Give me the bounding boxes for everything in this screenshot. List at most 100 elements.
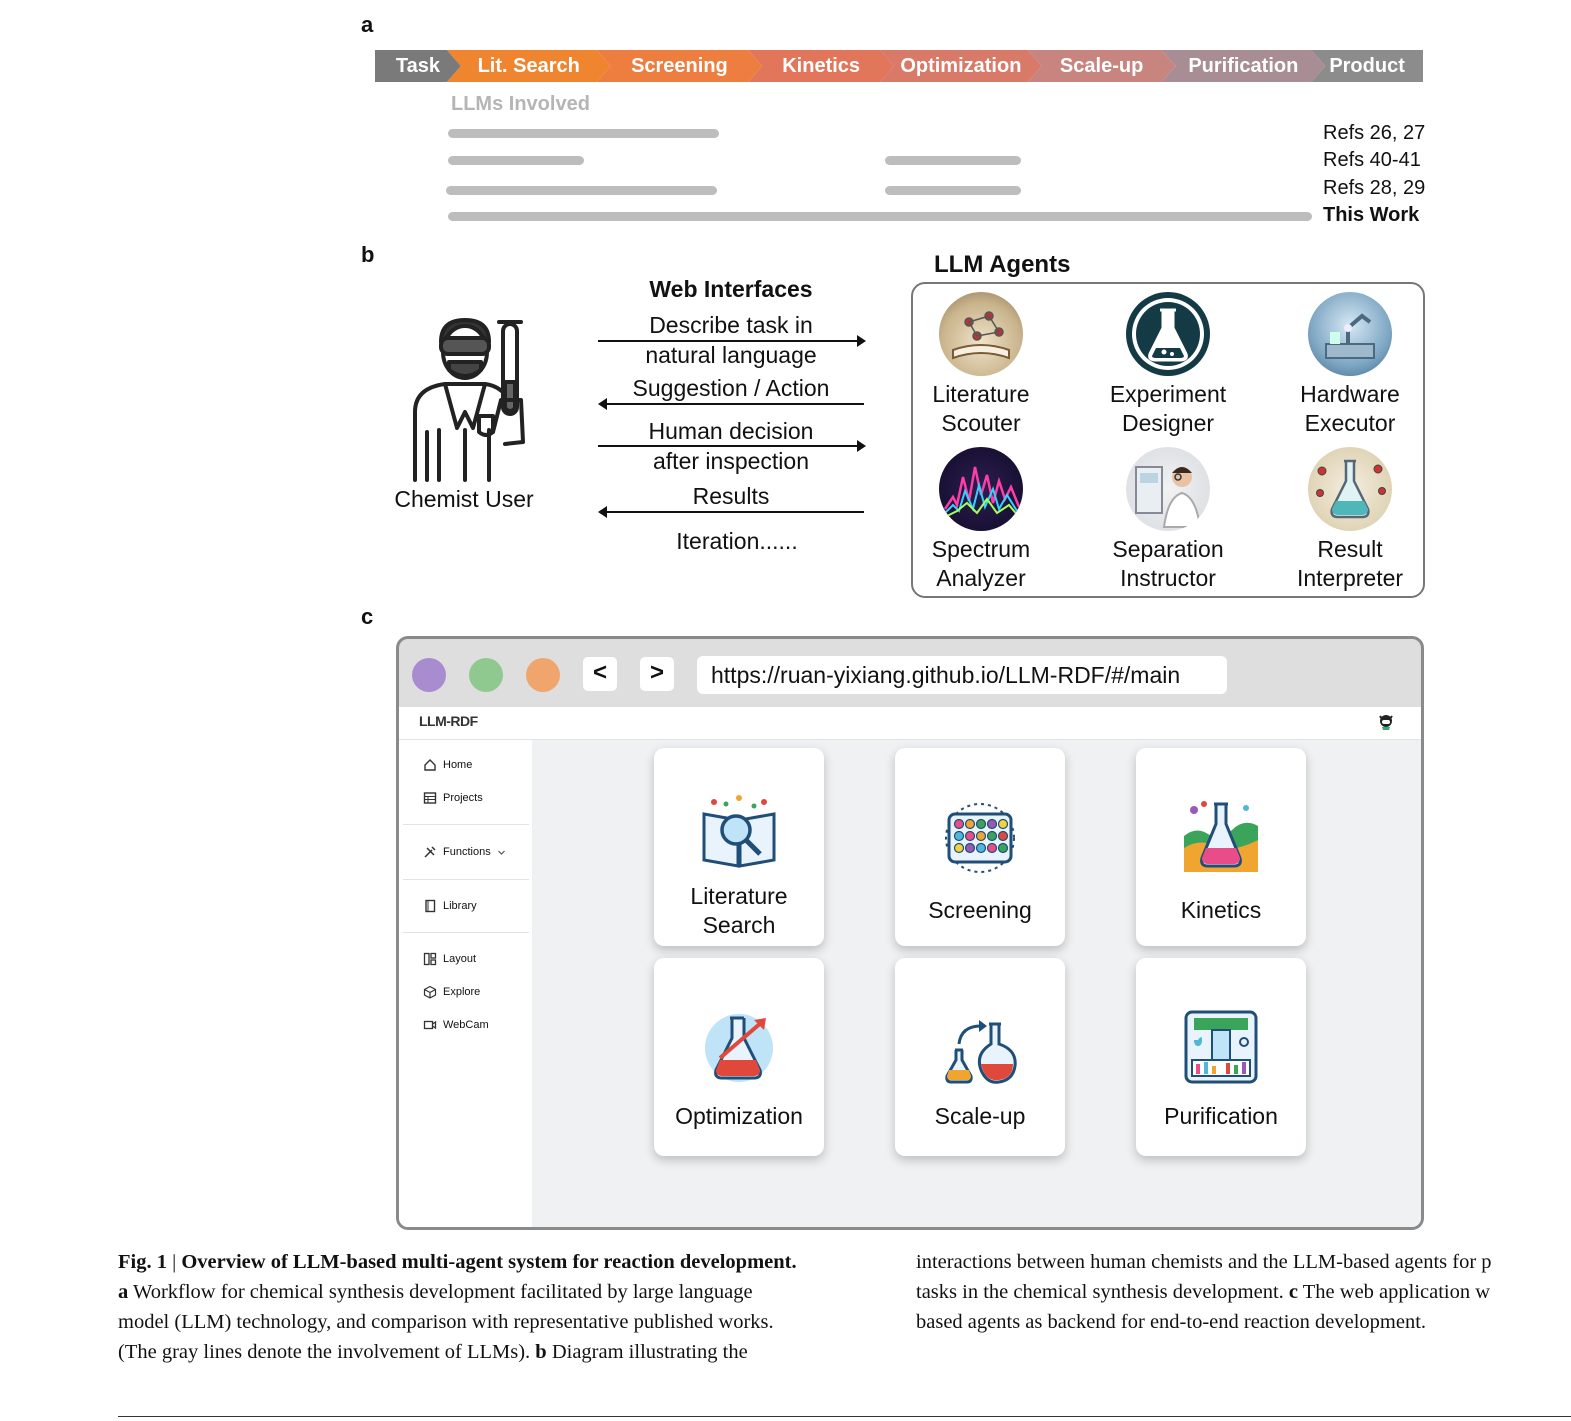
caption-text: model (LLM) technology, and comparison w… [118, 1311, 774, 1333]
panel-letter-a: a [361, 12, 374, 37]
agent-literature-scouter: Literature Scouter [896, 292, 1066, 438]
stage-product: Product [1311, 50, 1423, 82]
kinetics-flask-icon [1184, 801, 1258, 872]
sidebar-item-webcam[interactable]: WebCam [423, 1018, 489, 1032]
caption-text: based agents as backend for end-to-end r… [916, 1311, 1427, 1333]
window-dot-green[interactable] [469, 658, 503, 692]
card-literature-search[interactable]: Literature Search [654, 748, 824, 946]
message-suggestion: Suggestion / Action [632, 375, 830, 401]
card-purification[interactable]: Purification [1136, 958, 1306, 1156]
sidebar-item-label: Functions [443, 846, 491, 858]
card-kinetics[interactable]: Kinetics [1136, 748, 1306, 946]
message-iteration: Iteration...... [676, 528, 798, 554]
card-label: Screening [928, 897, 1032, 923]
sidebar-item-home[interactable]: Home [423, 758, 472, 772]
sidebar-item-library[interactable]: Library [423, 899, 477, 913]
book-icon [425, 899, 436, 913]
card-label: Kinetics [1180, 897, 1262, 923]
message-results: Results [692, 483, 770, 509]
stage-kinetics: Kinetics [748, 50, 894, 82]
stage-screening: Screening [597, 50, 763, 82]
chemist-icon [413, 318, 525, 482]
sidebar-item-projects[interactable]: Projects [423, 791, 483, 805]
github-cat-icon[interactable] [1377, 713, 1395, 731]
chevron-down-icon [497, 850, 505, 855]
agent-hardware-executor: Hardware Executor [1265, 292, 1435, 438]
caption-text: Workflow for chemical synthesis developm… [128, 1281, 753, 1303]
stage-scale-up: Scale-up [1028, 50, 1176, 82]
purification-column-icon [1184, 1010, 1258, 1084]
arrow-left [598, 398, 864, 410]
message-describe-task: Describe task in natural language [645, 312, 817, 368]
app-brand[interactable]: LLM-RDF [419, 713, 478, 729]
panel-letter-c: c [361, 604, 374, 629]
caption-text: tasks in the chemical synthesis developm… [916, 1281, 1289, 1303]
caption-text: Diagram illustrating the [546, 1341, 748, 1363]
sidebar-item-functions[interactable]: Functions [423, 845, 506, 859]
caption-line: (The gray lines denote the involvement o… [118, 1337, 898, 1367]
llm-agents-title: LLM Agents [934, 251, 1071, 278]
tools-icon [424, 846, 436, 858]
app-header: LLM-RDF [399, 707, 1421, 740]
sidebar-item-label: Explore [443, 986, 481, 998]
llm-involvement-line-this-work [448, 212, 1312, 221]
flask-molecule-icon [1308, 447, 1392, 531]
card-label: Scale-up [934, 1103, 1026, 1129]
sidebar-divider [403, 879, 529, 880]
camera-icon [423, 1020, 437, 1030]
caption-left-column: Fig. 1 | Overview of LLM-based multi-age… [118, 1247, 898, 1367]
card-scale-up[interactable]: Scale-up [895, 958, 1065, 1156]
caption-line: interactions between human chemists and … [916, 1247, 1571, 1277]
card-label: Literature Search [690, 883, 788, 938]
caption-line: model (LLM) technology, and comparison w… [118, 1307, 898, 1337]
spectrum-icon [939, 447, 1023, 531]
window-dot-purple[interactable] [412, 658, 446, 692]
web-interfaces-title: Web Interfaces [649, 276, 813, 302]
ref-label: Refs 40-41 [1323, 149, 1421, 171]
sidebar-item-layout[interactable]: Layout [423, 952, 476, 966]
sidebar-divider [403, 932, 529, 933]
agent-separation-instructor: Separation Instructor [1083, 447, 1253, 593]
cube-icon [423, 985, 437, 999]
sidebar-item-label: WebCam [443, 1019, 489, 1031]
agent-result-interpreter: Result Interpreter [1265, 447, 1435, 593]
home-icon [424, 759, 436, 771]
ref-label-this-work: This Work [1323, 204, 1420, 226]
book-molecule-icon [939, 292, 1023, 376]
llm-involvement-line [448, 129, 719, 138]
ref-label: Refs 28, 29 [1323, 177, 1426, 199]
agent-label: Separation Instructor [1112, 536, 1224, 591]
caption-separator: | [166, 1251, 182, 1273]
forward-button[interactable]: > [640, 657, 674, 691]
message-human-decision: Human decision after inspection [648, 418, 814, 474]
agent-label: Experiment Designer [1109, 381, 1227, 436]
sidebar-item-label: Layout [443, 953, 477, 965]
llm-involvement-line [885, 186, 1021, 195]
llm-involvement-line [446, 186, 717, 195]
browser-window: < > https://ruan-yixiang.github.io/LLM-R… [396, 636, 1424, 1230]
window-dot-orange[interactable] [526, 658, 560, 692]
chemist-user-label: Chemist User [394, 486, 534, 512]
url-bar[interactable]: https://ruan-yixiang.github.io/LLM-RDF/#… [697, 656, 1227, 694]
scale-up-flasks-icon [945, 1020, 1017, 1084]
caption-line: tasks in the chemical synthesis developm… [916, 1277, 1571, 1307]
agent-label: Result Interpreter [1296, 536, 1404, 591]
caption-right-column: interactions between human chemists and … [916, 1247, 1571, 1337]
sidebar-item-explore[interactable]: Explore [423, 985, 480, 999]
sidebar-item-label: Projects [443, 792, 483, 804]
caption-title-line: Fig. 1 | Overview of LLM-based multi-age… [118, 1247, 898, 1277]
optimization-flask-icon [705, 1014, 773, 1082]
panel-letter-b: b [361, 242, 375, 267]
agent-spectrum-analyzer: Spectrum Analyzer [896, 447, 1066, 593]
arrow-right [598, 440, 866, 452]
arrow-left [598, 506, 864, 518]
flask-icon [1126, 292, 1210, 376]
page-rule [118, 1416, 1571, 1417]
card-screening[interactable]: Screening [895, 748, 1065, 946]
caption-fig-label: Fig. 1 [118, 1251, 167, 1273]
screening-plate-icon [945, 803, 1015, 873]
back-button[interactable]: < [583, 657, 617, 691]
sidebar-item-label: Library [443, 900, 477, 912]
card-optimization[interactable]: Optimization [654, 958, 824, 1156]
